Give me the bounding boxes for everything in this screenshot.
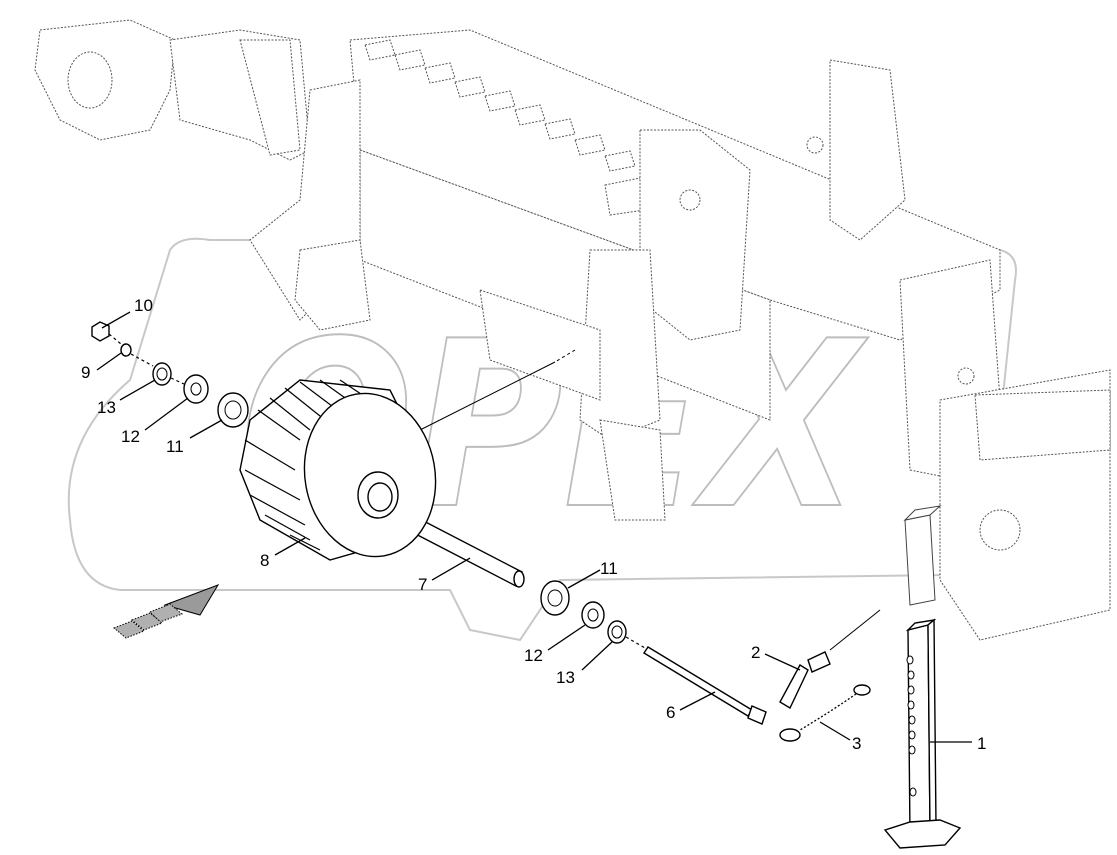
jack-stand [883, 618, 962, 849]
tire-wheel [239, 379, 437, 561]
callout-8: 8 [260, 551, 269, 570]
callout-12-left: 12 [121, 427, 140, 446]
stand-mount [903, 505, 942, 606]
leader-lines [96, 311, 972, 743]
callout-12-right: 12 [524, 646, 543, 665]
callout-13-left: 13 [97, 398, 116, 417]
callout-9: 9 [81, 363, 90, 382]
callout-7: 7 [418, 575, 427, 594]
callout-11-left: 11 [166, 437, 184, 456]
lock-pin [779, 651, 831, 709]
tooth-row [364, 39, 646, 216]
callout-3: 3 [852, 734, 861, 753]
callout-2: 2 [751, 643, 760, 662]
retaining-cable [779, 684, 871, 742]
axle-bolt [643, 646, 767, 725]
machine-frame [34, 19, 1111, 651]
callout-6: 6 [666, 703, 675, 722]
left-hardware [91, 321, 249, 428]
callout-13-right: 13 [556, 668, 575, 687]
forward-direction-arrow-icon [113, 584, 220, 639]
callout-labels: 10 9 13 12 11 8 7 11 12 13 6 2 3 1 [81, 296, 986, 753]
callout-10: 10 [134, 296, 153, 315]
stand-holes [906, 655, 917, 797]
right-hardware [540, 580, 646, 649]
callout-11-right: 11 [600, 559, 618, 578]
callout-1: 1 [977, 734, 986, 753]
